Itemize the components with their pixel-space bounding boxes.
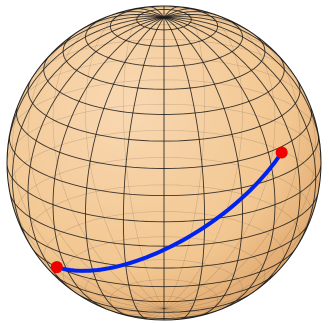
meridian-line-hidden: [111, 308, 165, 315]
meridian-line-hidden: [85, 9, 165, 309]
meridian-line: [163, 16, 317, 254]
meridian-line-hidden: [11, 72, 165, 309]
meridian-line-hidden: [148, 308, 165, 320]
meridian-line: [132, 8, 165, 18]
meridian-line: [163, 16, 291, 70]
meridian-line: [163, 11, 217, 18]
parallel-line: [51, 272, 277, 303]
meridian-line-hidden: [80, 295, 165, 312]
parallel-line: [9, 194, 319, 247]
meridian-line-hidden: [163, 295, 248, 312]
meridian-line: [7, 16, 165, 164]
start-point: [50, 261, 63, 274]
great-circle-path: [54, 150, 284, 273]
meridian-line: [52, 16, 165, 311]
meridian-line: [27, 16, 165, 294]
meridian-line: [148, 6, 165, 18]
meridian-line-hidden: [38, 256, 165, 310]
meridian-line-hidden: [163, 9, 243, 309]
meridian-line: [163, 6, 180, 18]
parallel-line: [108, 309, 220, 319]
meridian-line-hidden: [163, 308, 217, 315]
meridian-line: [163, 17, 243, 317]
meridian-line: [163, 16, 301, 294]
meridian-line: [163, 14, 248, 31]
meridian-line-hidden: [52, 15, 165, 309]
meridian-line: [37, 16, 165, 70]
meridian-line-hidden: [163, 168, 321, 309]
meridian-line: [163, 17, 206, 320]
meridian-line-hidden: [123, 6, 165, 309]
meridian-line: [163, 16, 321, 164]
meridian-line-hidden: [132, 308, 165, 318]
meridian-line: [122, 17, 165, 320]
meridian-line-hidden: [163, 6, 205, 309]
meridian-line: [11, 16, 165, 254]
meridian-line-hidden: [163, 15, 276, 309]
meridian-line-hidden: [163, 72, 317, 309]
meridian-line-hidden: [163, 32, 301, 309]
parallel-line: [85, 16, 243, 67]
parallel-line: [62, 33, 266, 90]
end-point: [275, 146, 288, 159]
parallel-line: [27, 79, 301, 142]
parallel-line: [16, 107, 312, 169]
meridian-line: [163, 8, 196, 18]
meridian-line-hidden: [163, 308, 196, 318]
parallel-line: [17, 221, 311, 269]
meridian-line-hidden: [163, 308, 180, 320]
meridian-line-hidden: [163, 256, 290, 310]
parallel-line: [32, 248, 296, 288]
parallel-line: [8, 134, 320, 197]
meridian-line: [80, 14, 165, 31]
meridian-line: [85, 17, 165, 317]
meridian-line: [111, 11, 165, 18]
sphere-grid: [7, 6, 321, 320]
